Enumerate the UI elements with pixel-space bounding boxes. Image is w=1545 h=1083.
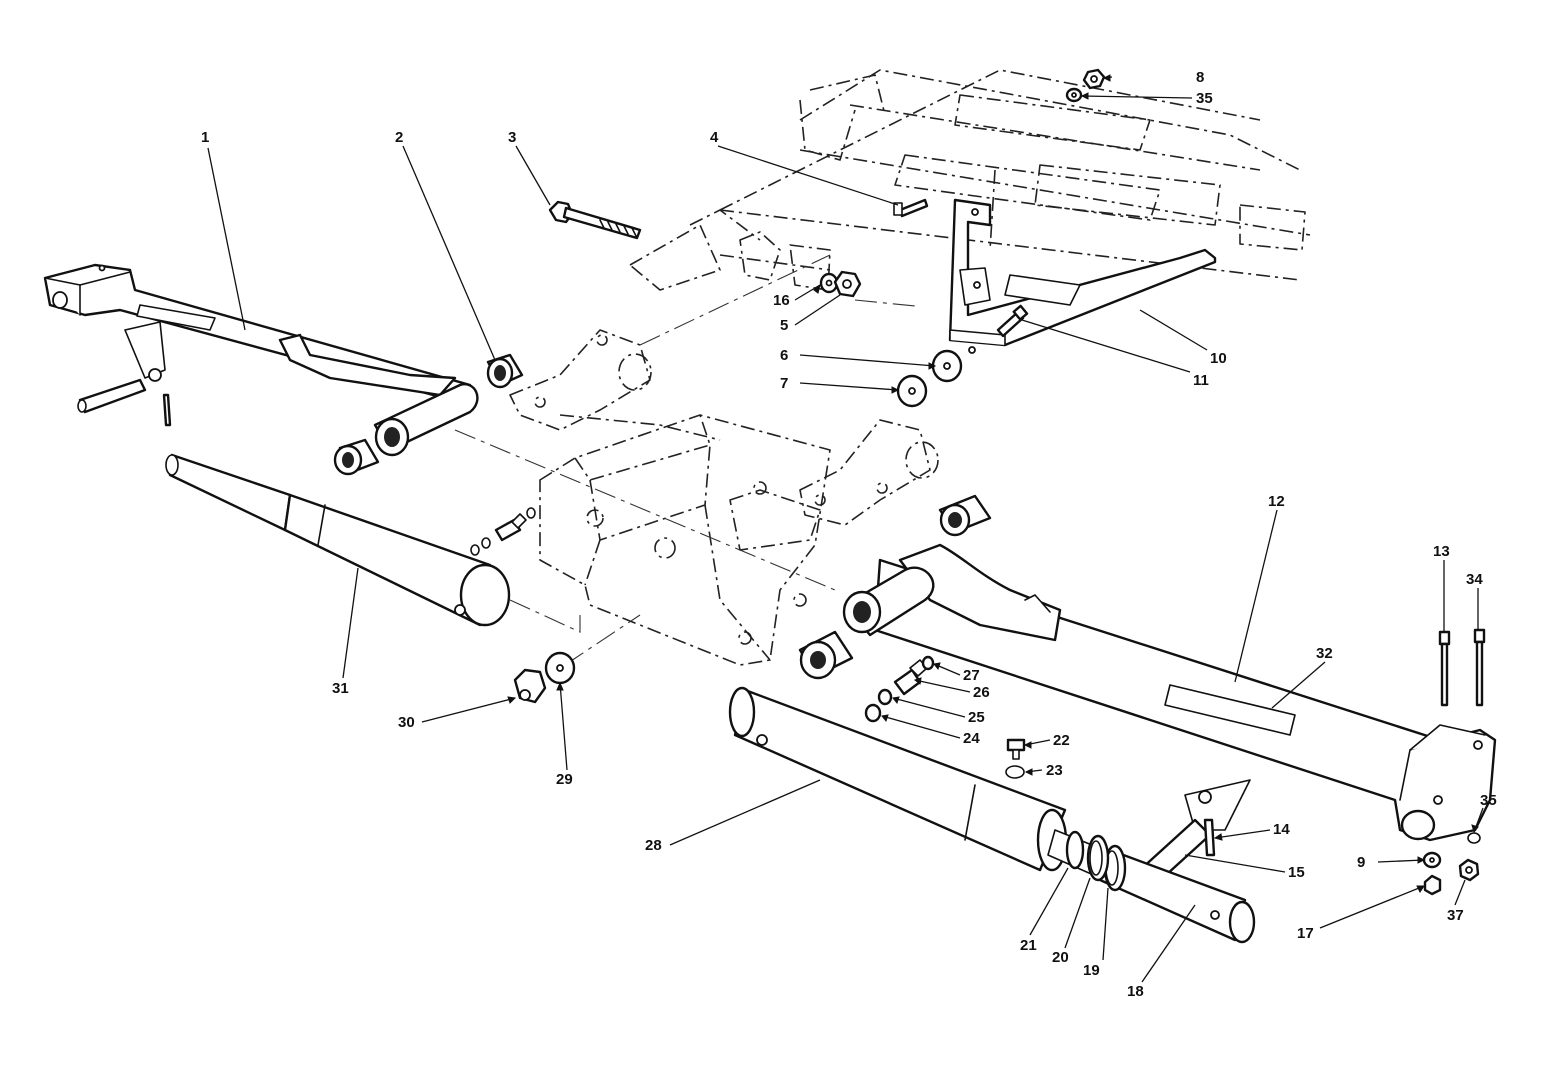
callout-12: 12	[1268, 493, 1285, 510]
callout-24: 24	[963, 730, 980, 747]
machine-frame-phantom	[629, 69, 1311, 291]
fitting-24	[864, 703, 882, 723]
bolt-11	[996, 304, 1029, 338]
leader-arrowheads	[507, 74, 1479, 893]
center-pivot-frame-phantom	[509, 329, 939, 666]
washer-35-top	[1065, 87, 1083, 103]
callout-11: 11	[1193, 372, 1209, 389]
callout-13: 13	[1433, 543, 1450, 560]
nut-37	[1458, 858, 1480, 882]
callout-20: 20	[1052, 949, 1069, 966]
callout-18: 18	[1127, 983, 1144, 1000]
callout-8: 8	[1196, 69, 1204, 86]
callout-10: 10	[1210, 350, 1227, 367]
callout-3: 3	[508, 129, 516, 146]
nut-17	[1423, 874, 1442, 896]
support-bracket-10	[948, 198, 1217, 354]
right-arm-12	[842, 543, 1497, 842]
pin-left	[77, 378, 172, 427]
bushing-2	[486, 353, 524, 389]
seal-20	[1086, 834, 1110, 882]
callout-35-top: 35	[1196, 90, 1213, 107]
callout-32: 32	[1316, 645, 1333, 662]
callout-6: 6	[780, 347, 788, 364]
washer-35-lower	[1467, 832, 1481, 844]
callout-25: 25	[968, 709, 985, 726]
callout-29: 29	[556, 771, 573, 788]
seal-19	[1103, 844, 1127, 892]
callout-4: 4	[710, 129, 719, 146]
bolt-34	[1473, 628, 1486, 707]
nut-8	[1082, 68, 1106, 90]
callout-34: 34	[1466, 571, 1483, 588]
roll-pin-14	[1203, 818, 1216, 857]
callout-19: 19	[1083, 962, 1100, 979]
callout-23: 23	[1046, 762, 1063, 779]
fitting-25	[877, 688, 893, 706]
callout-37: 37	[1447, 907, 1464, 924]
callout-28: 28	[645, 837, 662, 854]
bolt-3	[548, 200, 642, 240]
callout-35-lower: 35	[1480, 792, 1497, 809]
bushing-left-lower	[333, 438, 380, 476]
washer-6	[931, 349, 963, 383]
callout-31: 31	[332, 680, 349, 697]
callout-1: 1	[201, 129, 209, 146]
callout-16: 16	[773, 292, 790, 309]
bushing-right-lower	[798, 630, 854, 680]
callout-26: 26	[973, 684, 990, 701]
bushing-right-upper	[938, 494, 992, 537]
callout-7: 7	[780, 375, 788, 392]
seal-21	[1065, 830, 1085, 870]
callout-2: 2	[395, 129, 403, 146]
bolt-22	[1006, 738, 1026, 760]
callout-9: 9	[1357, 854, 1365, 871]
washer-9	[1422, 851, 1442, 869]
washer-23	[1005, 765, 1025, 779]
callout-17: 17	[1297, 925, 1314, 942]
fitting-left-grease	[470, 507, 536, 556]
washer-7	[896, 374, 928, 408]
fitting-27	[921, 655, 935, 671]
callout-14: 14	[1273, 821, 1290, 838]
nut-30	[513, 668, 547, 704]
callout-30: 30	[398, 714, 415, 731]
bolt-13	[1438, 630, 1451, 707]
callout-5: 5	[780, 317, 788, 334]
cylinder-31	[165, 453, 511, 627]
bolt-4	[893, 198, 929, 218]
callout-22: 22	[1053, 732, 1070, 749]
callout-21: 21	[1020, 937, 1037, 954]
callout-labels: 1 2 3 4 5 6 7 8 9 10 11 12 13 14 15 16 1…	[201, 69, 1497, 1000]
callout-27: 27	[963, 667, 980, 684]
callout-15: 15	[1288, 864, 1305, 881]
nut-5	[833, 270, 862, 298]
left-arm-1	[43, 263, 479, 457]
washer-29	[544, 651, 576, 685]
leader-lines	[207, 76, 1484, 983]
rod-18	[1098, 848, 1256, 944]
